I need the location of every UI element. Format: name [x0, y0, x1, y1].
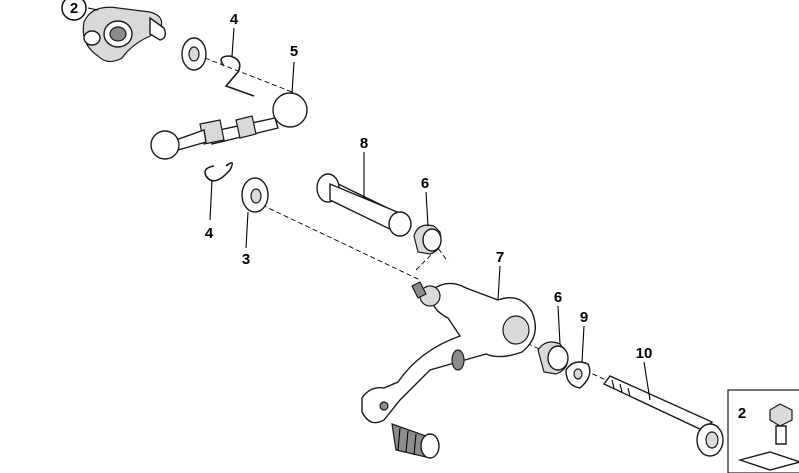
callout-2-inset: 2: [738, 405, 746, 422]
assembly-line-lower: [261, 204, 421, 281]
callout-2-top: 2: [70, 0, 78, 17]
leader-7: [497, 265, 501, 301]
leader-9: [581, 325, 585, 363]
part-9-shim-washer[interactable]: [565, 361, 591, 389]
part-6-bushing-lower[interactable]: [537, 341, 569, 375]
callout-3: 3: [242, 251, 250, 268]
leader-3: [245, 211, 249, 249]
part-5-ball-joint-rod[interactable]: [150, 92, 308, 160]
leader-5: [291, 61, 295, 95]
assembly-line-pivot: [415, 247, 449, 271]
inset-bolt-icon[interactable]: [769, 403, 793, 445]
part-3-washer-lower[interactable]: [241, 177, 269, 213]
leader-4-top: [231, 27, 235, 57]
footrest-peg[interactable]: [391, 423, 440, 459]
callout-5: 5: [290, 43, 298, 60]
callout-10: 10: [636, 345, 653, 362]
callout-6-top: 6: [421, 175, 429, 192]
inset-plate-icon: [737, 451, 799, 471]
part-3-washer-upper[interactable]: [181, 37, 207, 71]
part-4-spring-clip-lower[interactable]: [204, 162, 234, 182]
leader-6-bottom: [557, 305, 561, 345]
callout-8: 8: [360, 135, 368, 152]
callout-7: 7: [496, 249, 504, 266]
part-8-bushing-sleeve[interactable]: [316, 173, 412, 237]
assembly-line-upper: [204, 57, 293, 93]
leader-2-top: [87, 7, 99, 11]
leader-10: [643, 361, 651, 401]
leader-6-top: [425, 191, 429, 227]
inset-part-2-box: [727, 389, 799, 473]
callout-6-bottom: 6: [554, 289, 562, 306]
part-10-bolt[interactable]: [602, 375, 724, 457]
callout-4-bottom: 4: [205, 225, 214, 242]
part-4-spring-clip-upper[interactable]: [220, 55, 255, 97]
leader-4-bottom: [209, 179, 213, 221]
part-7-shift-lever[interactable]: [361, 281, 536, 424]
part-6-bushing-upper[interactable]: [413, 224, 442, 255]
callout-2-top-circle: [61, 0, 87, 21]
callout-4-top: 4: [230, 11, 239, 28]
callout-9: 9: [580, 309, 588, 326]
part-2-joint-head[interactable]: [82, 6, 167, 63]
